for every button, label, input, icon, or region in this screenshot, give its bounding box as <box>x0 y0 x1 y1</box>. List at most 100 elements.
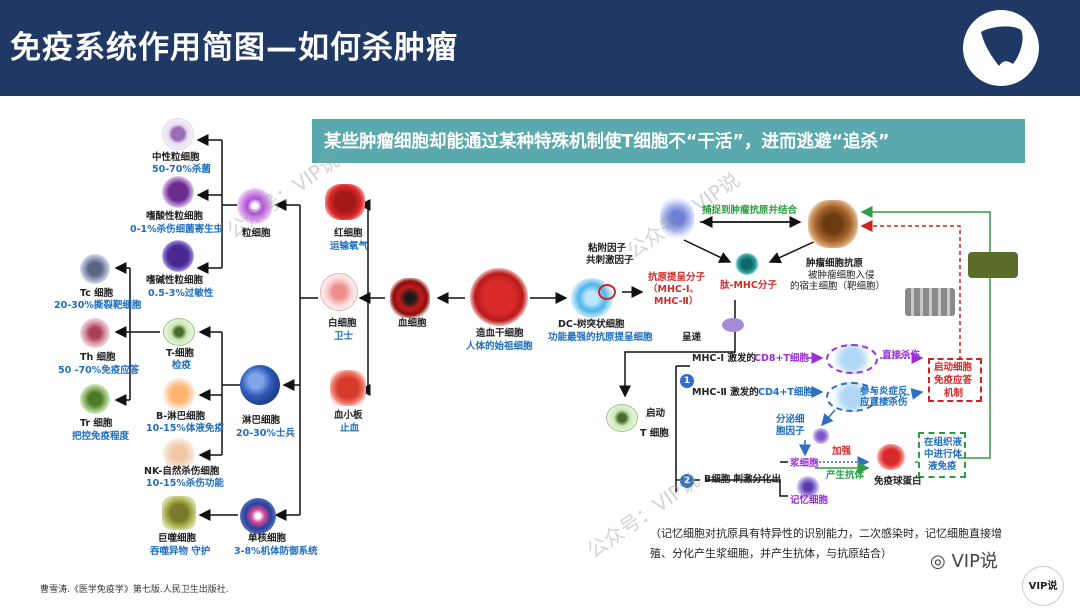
response-line2: 免疫应答 <box>934 375 973 386</box>
rbc-desc: 运输氧气 <box>330 241 369 252</box>
neutrophil-desc: 50-70%杀菌 <box>152 164 211 175</box>
memory-note-line1: （记忆细胞对抗原具有特异性的识别能力，二次感染时，记忆细胞直接增 <box>650 527 1002 540</box>
tr-cell-image <box>80 384 110 414</box>
citation: 曹雪涛.《医学免疫学》第七版.人民卫生出版社. <box>40 585 229 595</box>
tumor-antigen-image <box>808 200 858 248</box>
platelet-desc: 止血 <box>340 423 360 434</box>
cd8-cell-image <box>826 344 878 374</box>
stem-cell-image <box>470 268 528 326</box>
peptide-mhc-image <box>735 253 759 275</box>
enhance-label: 加强 <box>832 446 852 457</box>
stem-cell-desc: 人体的始祖细胞 <box>466 341 533 352</box>
tumor-antigen-line1: 被肿瘤细胞入侵 <box>808 270 875 281</box>
macrophage-desc: 吞噬异物 守护 <box>150 546 211 557</box>
dc-desc: 功能最强的抗原提呈细胞 <box>548 332 653 343</box>
t-cell-desc: 检疫 <box>172 360 192 371</box>
dc-label: DC-树突状细胞 <box>558 319 625 330</box>
blood-cell-image <box>390 278 430 318</box>
bacterium-image <box>722 318 744 332</box>
tc-desc: 20-30%撕裂靶细胞 <box>54 300 142 311</box>
apc-molecule-image <box>660 198 694 238</box>
monocyte-label: 单核细胞 <box>248 533 287 544</box>
b-cell-label: B-淋巴细胞 <box>156 411 206 422</box>
monocyte-desc: 3-8%机体防御系统 <box>234 546 318 557</box>
macrophage-label: 巨噬细胞 <box>158 533 197 544</box>
capture-label: 捕捉到肿瘤抗原并结合 <box>702 205 798 216</box>
neutrophil-cell-image <box>162 118 194 150</box>
tr-label: Tr 细胞 <box>80 418 113 429</box>
neutrophil-label: 中性粒细胞 <box>152 152 200 163</box>
granulocyte-label: 粒细胞 <box>242 228 271 239</box>
tumor-antigen-label: 肿瘤细胞抗原 <box>806 258 864 269</box>
page-title: 免疫系统作用简图—如何杀肿瘤 <box>10 30 458 66</box>
tank-image <box>968 252 1018 278</box>
cd4-label: CD4+T细胞 <box>758 387 813 398</box>
platelet-label: 血小板 <box>334 410 363 421</box>
th-desc: 50 -70%免疫应答 <box>58 365 140 376</box>
wbc-cell-image <box>320 273 358 311</box>
memory-note-line2: 殖、分化产生浆细胞，并产生抗体，与抗原结合） <box>650 547 892 560</box>
rbc-label: 红细胞 <box>334 228 363 239</box>
immunoglobulin-label: 免疫球蛋白 <box>874 476 922 487</box>
platelet-cell-image <box>330 370 366 406</box>
t-cell-image <box>163 318 195 346</box>
eosinophil-label: 嗜酸性粒细胞 <box>146 211 204 222</box>
th-cell-image <box>80 318 110 348</box>
granulocyte-cell-image <box>237 188 273 224</box>
eosinophil-cell-image <box>162 176 194 208</box>
vip-brand: ◎ VIP说 <box>930 547 998 573</box>
blood-cell-label: 血细胞 <box>398 318 427 329</box>
tc-cell-image <box>80 254 110 284</box>
activated-t-cell-image <box>606 404 638 432</box>
apc-molecule-line3: MHC-Ⅱ） <box>654 296 699 307</box>
vip-badge: VIP说 <box>1022 566 1064 606</box>
basophil-desc: 0.5-3%过敏性 <box>148 288 214 299</box>
adhesion-line2: 共刺激因子 <box>586 255 634 266</box>
response-line1: 启动细胞 <box>934 362 973 373</box>
apc-molecule-line2: （MHC-Ⅰ、 <box>648 284 700 295</box>
antibody-label: 产生抗体 <box>826 470 865 481</box>
wbc-desc: 卫士 <box>334 331 354 342</box>
b-cell-image <box>163 378 195 410</box>
b-activate-label: B细胞 刺激分化出 <box>704 474 782 485</box>
cytokine-line2: 胞因子 <box>776 426 805 437</box>
header-bar: 免疫系统作用简图—如何杀肿瘤 <box>0 0 1080 96</box>
present-label: 呈递 <box>682 332 702 343</box>
stem-cell-label: 造血干细胞 <box>476 328 524 339</box>
cytokine-cell-image <box>812 428 830 444</box>
humoral-line1: 在组织液 <box>924 437 963 448</box>
humoral-box <box>918 432 966 478</box>
tr-desc: 把控免疫程度 <box>72 431 130 442</box>
humoral-line3: 液免疫 <box>928 461 957 472</box>
inflammation-line1: 参与炎症反 <box>860 386 908 397</box>
memory-cell-label: 记忆细胞 <box>790 495 829 506</box>
peptide-mhc-label: 肽-MHC分子 <box>720 280 777 291</box>
soldiers-image <box>905 288 955 316</box>
cd8-label: CD8+T细胞 <box>754 353 809 364</box>
basophil-cell-image <box>162 240 194 272</box>
nk-cell-label: NK-自然杀伤细胞 <box>144 466 220 477</box>
basophil-label: 嗜碱性粒细胞 <box>146 275 204 286</box>
tumor-antigen-line2: 的宿主细胞（靶细胞） <box>790 281 886 292</box>
direct-kill-label: 直接杀伤 <box>882 350 921 361</box>
tc-label: Tc 细胞 <box>80 288 114 299</box>
vip-brand-text: VIP说 <box>951 551 998 572</box>
logo <box>963 10 1039 86</box>
plasma-cell-image <box>796 476 820 498</box>
humoral-line2: 中进行体 <box>924 449 963 460</box>
th-label: Th 细胞 <box>80 352 116 363</box>
response-box <box>928 358 982 402</box>
t-cell-label: T-细胞 <box>166 348 195 359</box>
b-cell-desc: 10-15%体液免疫 <box>146 423 224 434</box>
response-line3: 机制 <box>944 388 964 399</box>
mhc2-label: MHC-Ⅱ 激发的 <box>692 387 759 398</box>
step-number-1: 1 <box>680 374 694 388</box>
inflammation-line2: 应直接杀伤 <box>860 397 908 408</box>
cytokine-line1: 分泌细 <box>776 414 805 425</box>
nk-cell-image <box>163 438 195 470</box>
lymphocyte-cell-image <box>240 365 280 405</box>
plasma-cell-label: 浆细胞 <box>790 458 819 469</box>
lymphocyte-label: 淋巴细胞 <box>242 415 281 426</box>
liver-logo-icon <box>981 26 1023 66</box>
